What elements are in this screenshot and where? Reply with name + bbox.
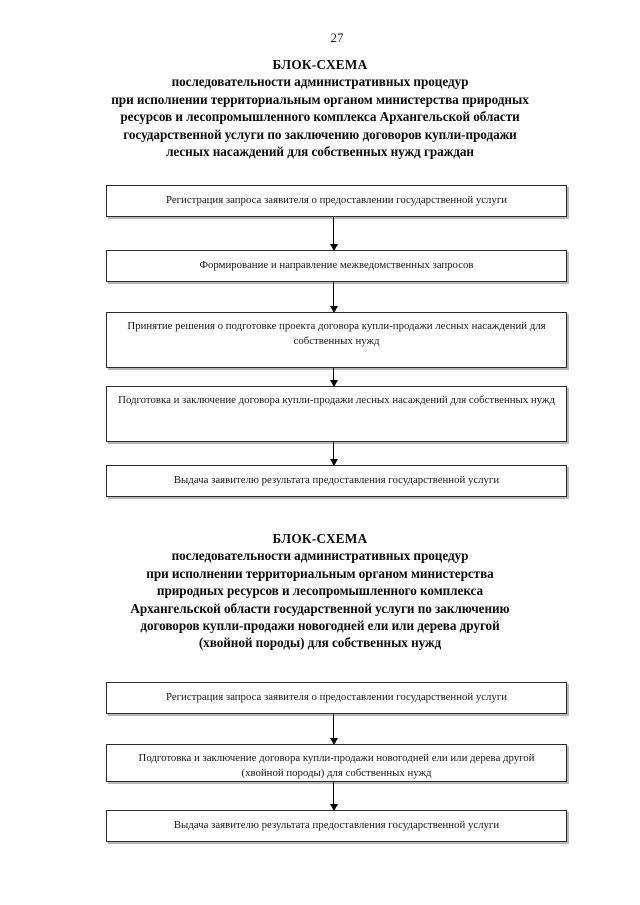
flowchart-1-step-4: Подготовка и заключение договора купли-п… bbox=[106, 386, 567, 442]
flowchart-1-step-5: Выдача заявителю результата предоставлен… bbox=[106, 465, 567, 497]
connector-arrow-2 bbox=[329, 282, 338, 313]
heading-line: при исполнении территориальным органом м… bbox=[111, 91, 529, 107]
heading-line: последовательности административных проц… bbox=[171, 74, 469, 90]
flowchart-1-step-3: Принятие решения о подготовке проекта до… bbox=[106, 312, 567, 368]
heading-line: Архангельской области государственной ус… bbox=[130, 600, 510, 616]
step-label: Принятие решения о подготовке проекта до… bbox=[127, 320, 546, 347]
step-label: Подготовка и заключение договора купли-п… bbox=[138, 752, 535, 779]
heading-line: последовательности административных проц… bbox=[171, 548, 469, 564]
step-label: Формирование и направление межведомствен… bbox=[199, 259, 474, 271]
connector-arrow-3 bbox=[329, 368, 338, 387]
heading-line: договоров купли-продажи новогодней ели и… bbox=[140, 618, 500, 634]
heading-line: (хвойной породы) для собственных нужд bbox=[198, 635, 442, 651]
step-label: Регистрация запроса заявителя о предоста… bbox=[165, 194, 508, 206]
step-label: Выдача заявителю результата предоставлен… bbox=[173, 474, 500, 486]
step-label: Подготовка и заключение договора купли-п… bbox=[118, 394, 555, 406]
heading-line: БЛОК-СХЕМА bbox=[272, 57, 368, 72]
flowchart-2-heading: БЛОК-СХЕМА последовательности администра… bbox=[0, 530, 640, 652]
flowchart-1-heading: БЛОК-СХЕМА последовательности администра… bbox=[0, 56, 640, 160]
flowchart-2-step-2: Подготовка и заключение договора купли-п… bbox=[106, 744, 567, 782]
flowchart-1-step-1: Регистрация запроса заявителя о предоста… bbox=[106, 185, 567, 217]
connector-arrow-1 bbox=[329, 217, 338, 251]
heading-line: природных ресурсов и лесопромышленного к… bbox=[156, 583, 484, 599]
flowchart-2-step-1: Регистрация запроса заявителя о предоста… bbox=[106, 682, 567, 714]
heading-line: ресурсов и лесопромышленного комплекса А… bbox=[120, 109, 520, 125]
flowchart-1-step-2: Формирование и направление межведомствен… bbox=[106, 250, 567, 282]
step-label: Выдача заявителю результата предоставлен… bbox=[173, 819, 500, 831]
page-number: 27 bbox=[330, 30, 344, 45]
flowchart-2-step-3: Выдача заявителю результата предоставлен… bbox=[106, 810, 567, 842]
heading-line: государственной услуги по заключению дог… bbox=[123, 126, 517, 142]
connector-arrow-4 bbox=[329, 442, 338, 466]
connector-arrow-6 bbox=[329, 782, 338, 811]
heading-line: при исполнении территориальным органом м… bbox=[146, 565, 494, 581]
connector-arrow-5 bbox=[329, 714, 338, 745]
step-label: Регистрация запроса заявителя о предоста… bbox=[165, 691, 508, 703]
heading-line: лесных насаждений для собственных нужд г… bbox=[166, 144, 474, 160]
heading-line: БЛОК-СХЕМА bbox=[272, 531, 368, 546]
